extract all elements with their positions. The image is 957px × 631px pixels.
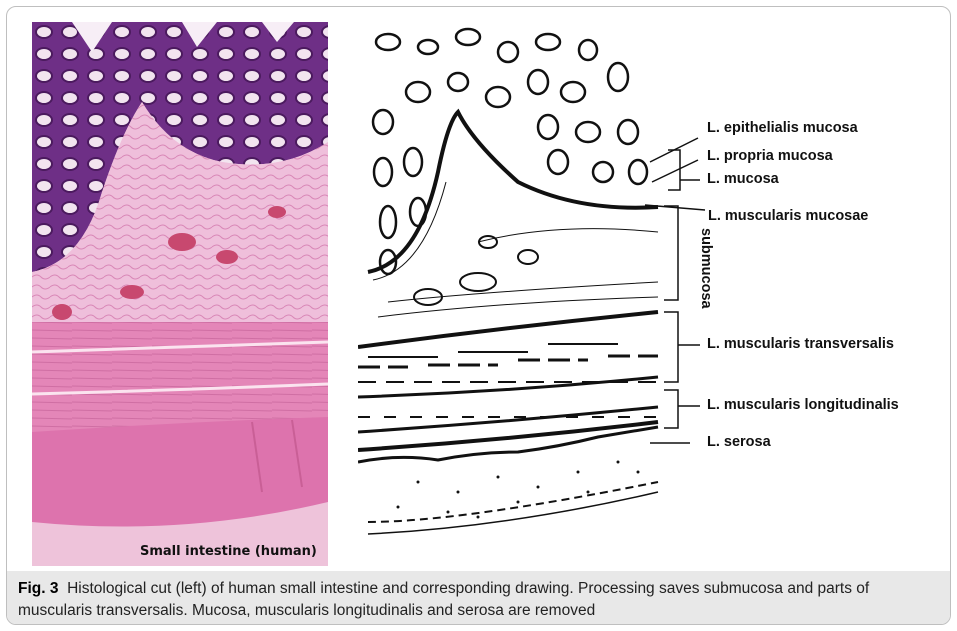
caption-label: Fig. 3: [18, 580, 58, 597]
label-serosa: L. serosa: [707, 434, 771, 450]
label-epithelialis: L. epithelialis mucosa: [707, 120, 858, 136]
label-propria: L. propria mucosa: [707, 148, 833, 164]
caption-text: Histological cut (left) of human small i…: [18, 580, 869, 619]
label-longitudinalis: L. muscularis longitudinalis: [707, 397, 899, 413]
figure-caption: Fig. 3 Histological cut (left) of human …: [18, 578, 938, 622]
label-mucosa: L. mucosa: [707, 171, 779, 187]
label-transversalis: L. muscularis transversalis: [707, 336, 894, 352]
label-submucosa: submucosa: [698, 228, 714, 309]
label-muscularis-mucosae: L. muscularis mucosae: [708, 208, 868, 224]
